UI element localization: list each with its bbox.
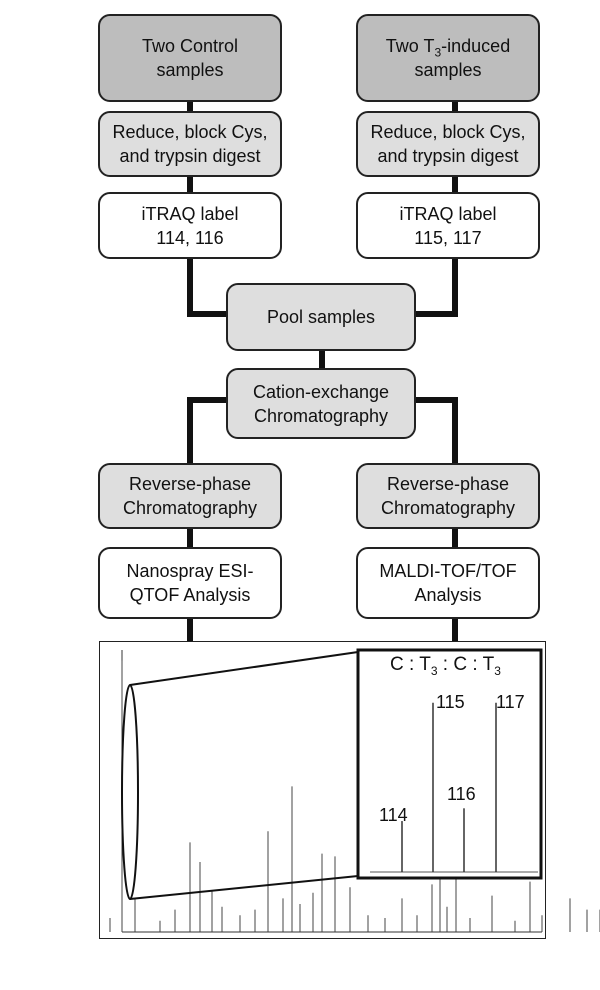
peak-label-117: 117 — [496, 692, 525, 712]
itraq-label-box-right: iTRAQ label 115, 117 — [356, 192, 540, 259]
rp-left-line1: Reverse-phase — [128, 474, 252, 494]
connector — [187, 397, 193, 465]
peak-label-114: 114 — [379, 805, 408, 825]
control-samples-line2: samples — [156, 60, 224, 80]
rp-left-line2: Chromatography — [122, 498, 258, 518]
reverse-phase-box-left: Reverse-phase Chromatography — [98, 463, 282, 529]
inset-ratio-title: C : T3 : C : T3 — [390, 654, 501, 678]
itraq-right-line2: 115, 117 — [414, 227, 482, 248]
reduce-right-line1: Reduce, block Cys, — [370, 122, 526, 142]
connector — [414, 311, 458, 317]
connector — [452, 617, 458, 642]
maldi-box: MALDI-TOF/TOF Analysis — [356, 547, 540, 619]
zoom-callout — [121, 651, 359, 900]
cation-exchange-box: Cation-exchange Chromatography — [226, 368, 416, 439]
cation-line1: Cation-exchange — [252, 381, 390, 402]
inset-spectrum-box — [356, 648, 543, 880]
connector — [452, 397, 458, 465]
nanospray-box: Nanospray ESI- QTOF Analysis — [98, 547, 282, 619]
connector — [452, 175, 458, 194]
pool-samples-box: Pool samples — [226, 283, 416, 351]
itraq-right-line1: iTRAQ label — [399, 203, 497, 224]
t3-samples-box: Two T3-induced samples — [356, 14, 540, 102]
peak-label-115: 115 — [436, 692, 465, 712]
t3-samples-line1: Two T3-induced — [385, 36, 511, 60]
connector — [187, 257, 193, 316]
connector — [319, 349, 325, 370]
reverse-phase-box-right: Reverse-phase Chromatography — [356, 463, 540, 529]
reduce-right-line2: and trypsin digest — [377, 146, 519, 166]
reduce-digest-box-right: Reduce, block Cys, and trypsin digest — [356, 111, 540, 177]
maldi-line1: MALDI-TOF/TOF — [379, 561, 517, 581]
itraq-left-line1: iTRAQ label — [141, 203, 239, 224]
connector — [187, 397, 228, 403]
connector — [187, 175, 193, 194]
reduce-left-line2: and trypsin digest — [119, 146, 261, 166]
connector — [452, 100, 458, 113]
control-samples-line1: Two Control — [141, 36, 239, 56]
rp-right-line2: Chromatography — [380, 498, 516, 518]
connector — [187, 527, 193, 549]
reduce-left-line1: Reduce, block Cys, — [112, 122, 268, 142]
nanospray-line1: Nanospray ESI- — [126, 561, 254, 581]
connector — [452, 527, 458, 549]
connector — [187, 311, 228, 317]
itraq-left-line2: 114, 116 — [156, 227, 224, 248]
inset-peaks — [401, 702, 497, 872]
connector — [414, 397, 458, 403]
pool-samples-line1: Pool samples — [266, 307, 376, 327]
reduce-digest-box-left: Reduce, block Cys, and trypsin digest — [98, 111, 282, 177]
itraq-label-box-left: iTRAQ label 114, 116 — [98, 192, 282, 259]
connector — [452, 257, 458, 316]
cation-line2: Chromatography — [253, 405, 389, 426]
t3-samples-line2: samples — [414, 60, 482, 80]
connector — [187, 617, 193, 642]
maldi-line2: Analysis — [414, 585, 482, 605]
rp-right-line1: Reverse-phase — [386, 474, 510, 494]
peak-label-116: 116 — [447, 784, 476, 804]
nanospray-line2: QTOF Analysis — [129, 585, 251, 605]
control-samples-box: Two Control samples — [98, 14, 282, 102]
connector — [187, 100, 193, 113]
